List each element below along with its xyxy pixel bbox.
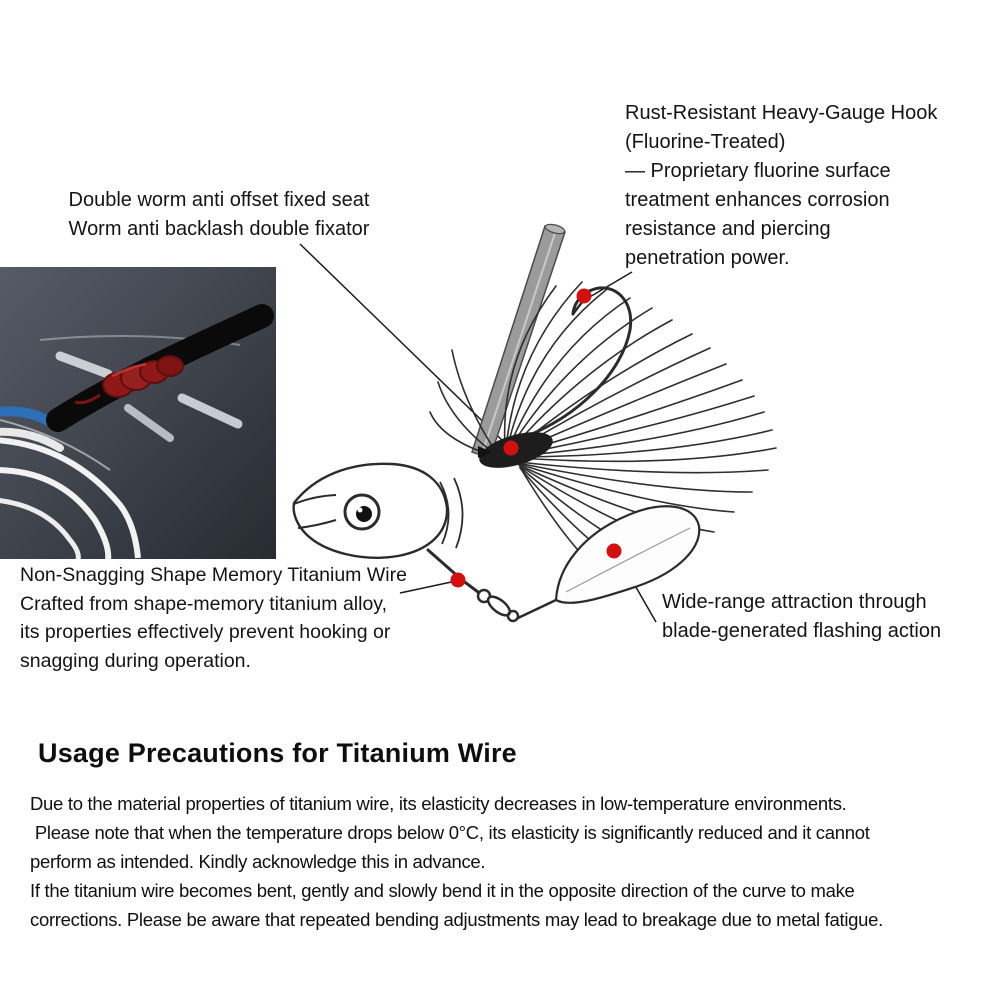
silicone-skirt (429, 281, 777, 583)
clear-tube (55, 351, 113, 379)
collar-line (439, 481, 450, 545)
leader-hook (587, 271, 633, 299)
skirt-strand-photo (0, 437, 141, 559)
marker-hook (576, 288, 592, 304)
jig-head (292, 462, 464, 559)
callout-hook-text: Rust-Resistant Heavy-Gauge Hook (Fluorin… (625, 102, 938, 269)
precautions-body: Due to the material properties of titani… (30, 793, 883, 930)
hook-eye (478, 446, 492, 458)
leader-wire (399, 580, 457, 594)
wire-arm-swivel (426, 548, 557, 623)
mouth-upper (293, 494, 337, 505)
precautions-section: Usage Precautions for Titanium Wire Due … (30, 738, 980, 934)
marker-blade (606, 543, 622, 559)
mouth-lower (297, 519, 337, 529)
seat-closeup-photo (0, 267, 276, 559)
eye (343, 493, 381, 531)
callout-blade-text: Wide-range attraction through blade-gene… (662, 591, 942, 642)
marker-dots (450, 288, 622, 588)
callout-titanium-wire-text: Non-Snagging Shape Memory Titanium Wire … (20, 564, 407, 672)
red-thread-wrap (74, 355, 184, 405)
blade-crease (565, 527, 691, 593)
marker-seat (503, 440, 519, 456)
marker-wire (450, 572, 466, 588)
callout-seat-text: Double worm anti offset fixed seat Worm … (68, 189, 370, 240)
leader-seat (299, 243, 507, 445)
precautions-heading: Usage Precautions for Titanium Wire (38, 738, 517, 768)
willow-blade (554, 505, 701, 604)
